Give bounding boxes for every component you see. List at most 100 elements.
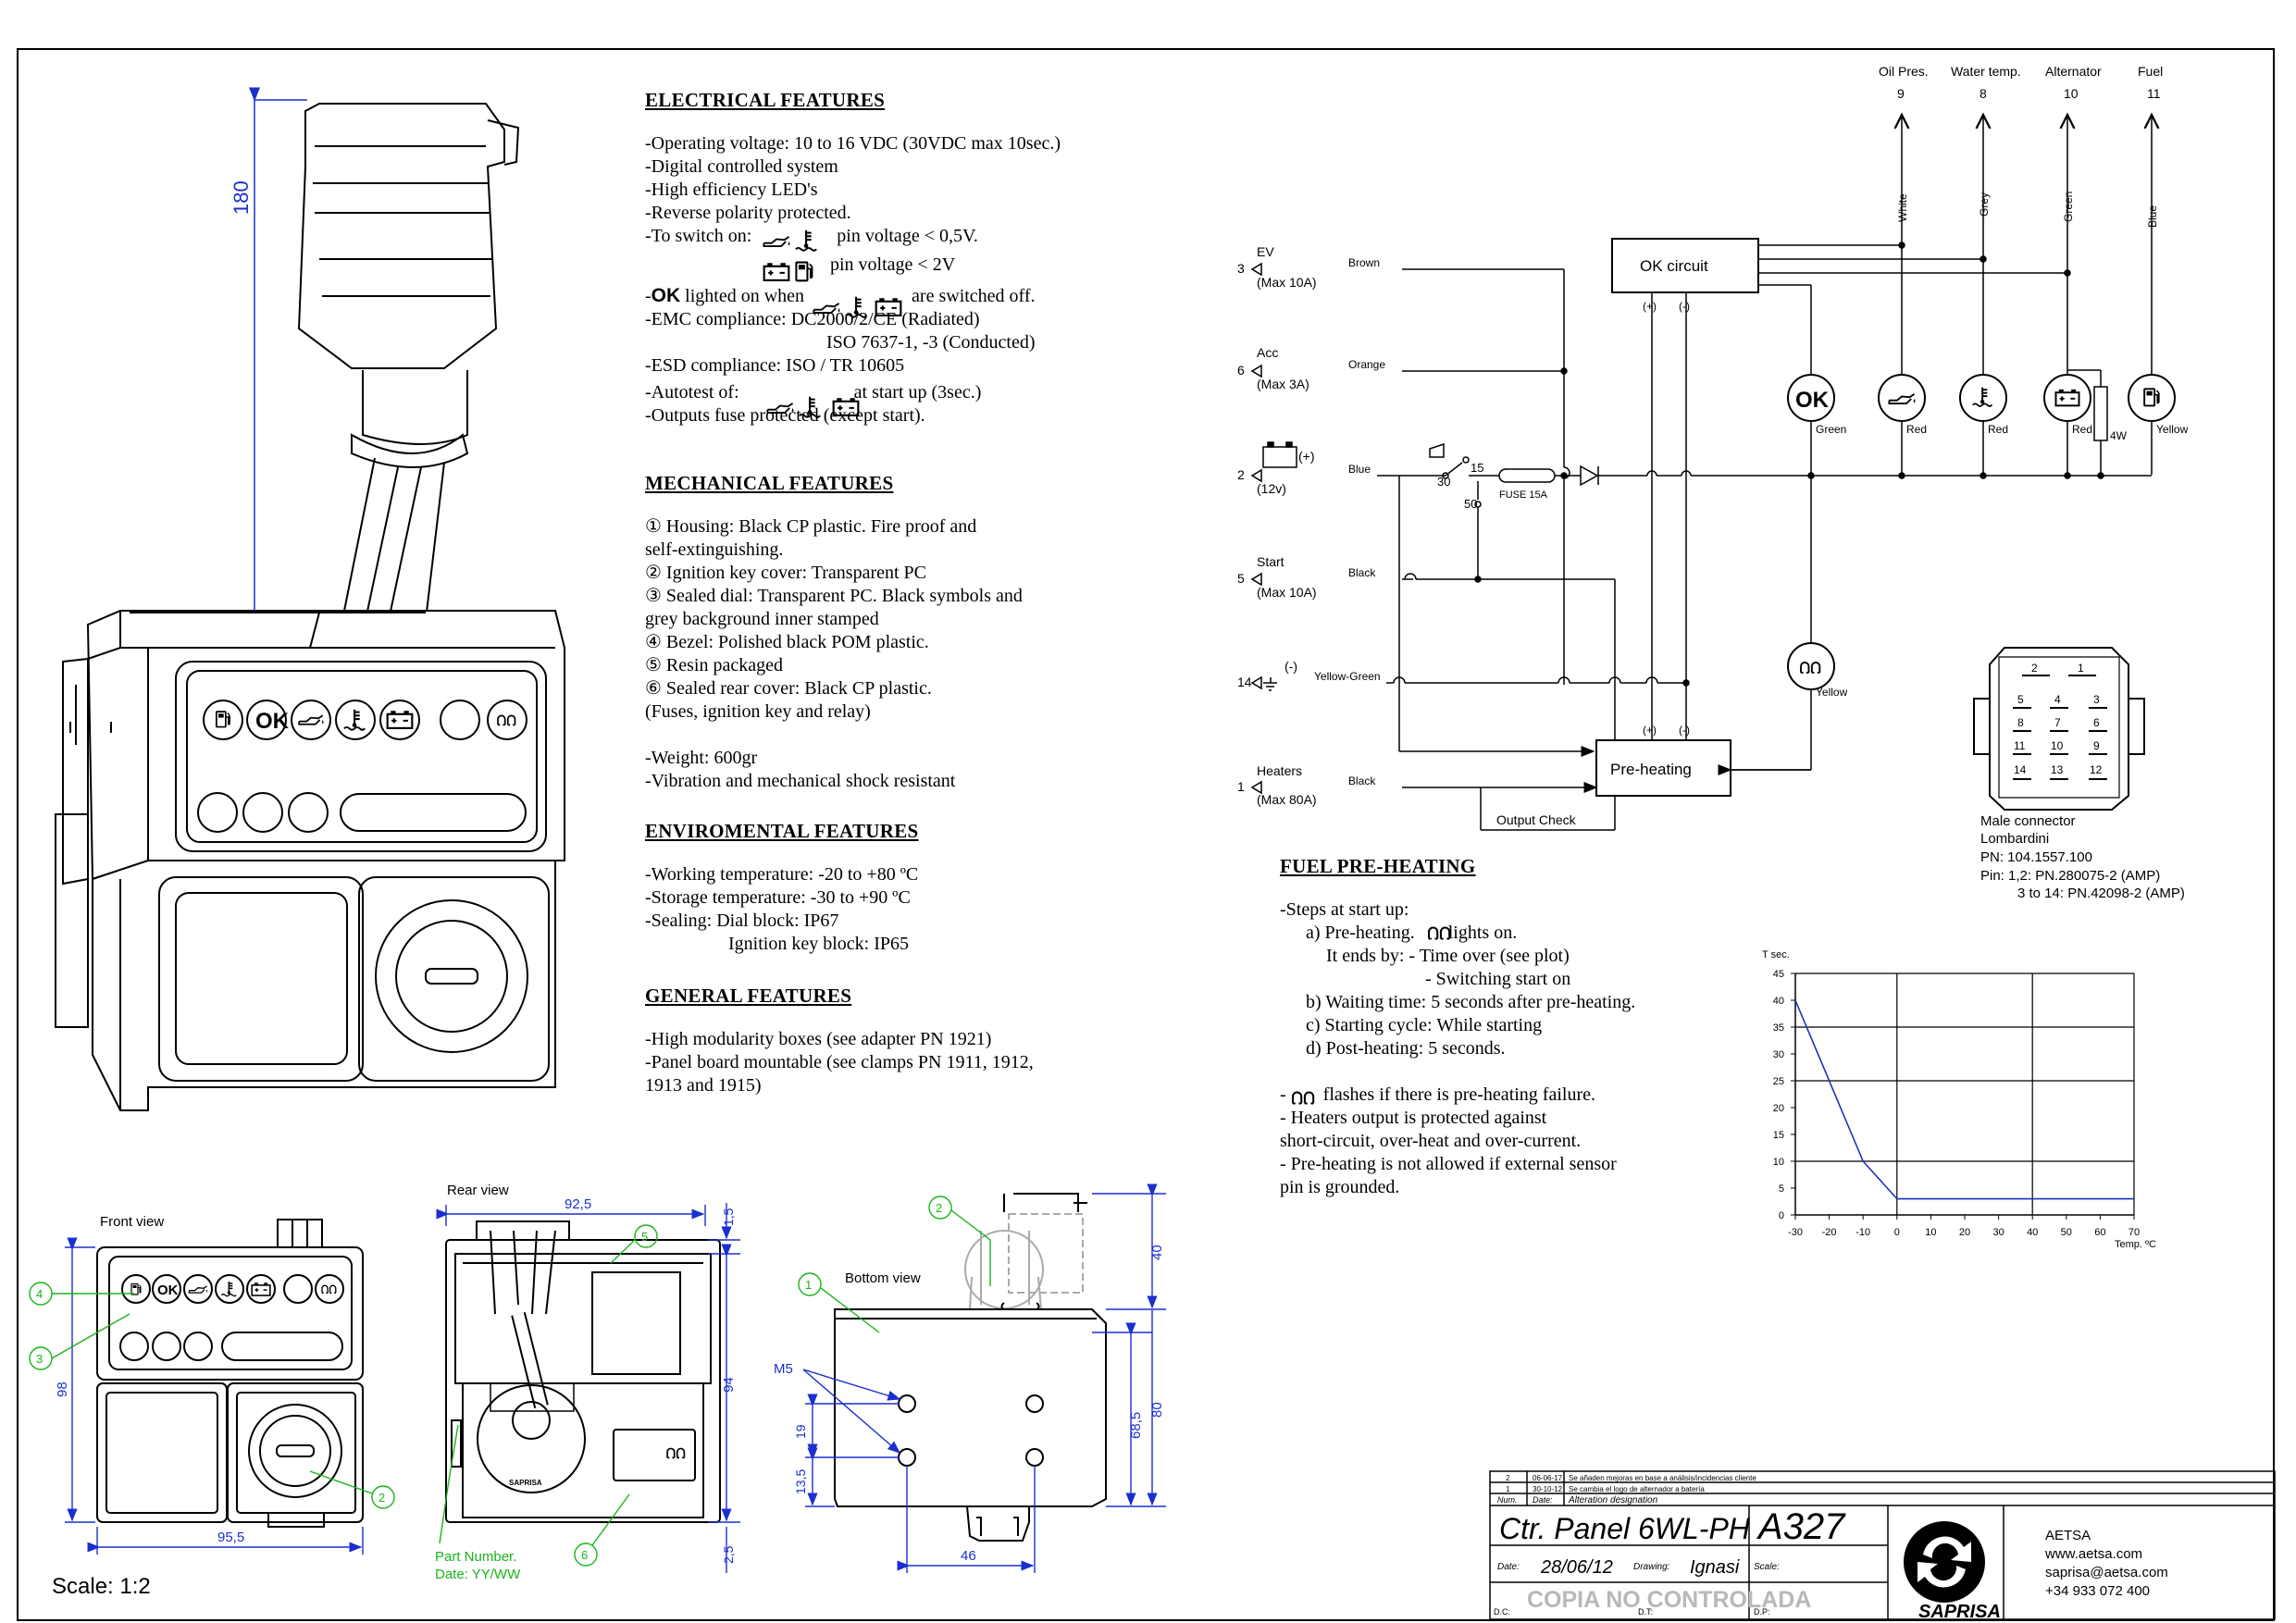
- svg-text:14: 14: [2014, 763, 2027, 776]
- dim-80: 80: [1149, 1402, 1165, 1418]
- dim-68-5: 68,5: [1128, 1412, 1144, 1439]
- svg-text:6: 6: [2093, 716, 2100, 729]
- svg-text:13: 13: [2051, 763, 2064, 776]
- dim-19: 19: [793, 1424, 808, 1439]
- dim-40: 40: [1149, 1245, 1165, 1260]
- svg-text:Start: Start: [1257, 554, 1285, 569]
- wire-grey: Grey: [1978, 192, 1991, 217]
- svg-text:Num.: Num.: [1497, 1495, 1518, 1505]
- svg-text:15: 15: [1471, 461, 1483, 475]
- svg-text:EV: EV: [1257, 244, 1274, 259]
- chart-y-tick-label: 25: [1773, 1076, 1784, 1087]
- chart-y-tick-label: 35: [1773, 1022, 1784, 1034]
- mech-line: (Fuses, ignition key and relay): [645, 701, 871, 722]
- env-line: Ignition key block: IP65: [728, 934, 909, 954]
- wire-green: Green: [2062, 192, 2075, 222]
- svg-text:4W: 4W: [2110, 429, 2128, 442]
- elec-line: -Digital controlled system: [645, 156, 838, 177]
- svg-text:2: 2: [2031, 662, 2038, 675]
- out-alt-label: Alternator: [2045, 64, 2102, 79]
- svg-text:OK: OK: [157, 1282, 179, 1298]
- svg-text:1: 1: [1506, 1485, 1510, 1493]
- front-callouts: [29, 1282, 395, 1509]
- env-line: -Sealing: Dial block: IP67: [645, 911, 839, 931]
- chart-x-tick-label: 70: [2128, 1227, 2140, 1238]
- fuel-line: short-circuit, over-heat and over-curren…: [1280, 1131, 1582, 1151]
- out-oil-pin: 9: [1897, 86, 1905, 101]
- svg-text:30-10-12: 30-10-12: [1533, 1485, 1563, 1493]
- chart-x-tick-label: 30: [1992, 1227, 2004, 1238]
- rear-brand: SAPRISA: [509, 1479, 542, 1487]
- schematic: Oil Pres. Water temp. Alternator Fuel 9 …: [1237, 64, 2189, 831]
- title-block: [1489, 1470, 2276, 1620]
- gen-line: -High modularity boxes (see adapter PN 1…: [645, 1029, 992, 1049]
- svg-text:Male connector: Male connector: [1980, 813, 2076, 829]
- svg-text:3: 3: [1237, 261, 1245, 276]
- chart-y-label: T sec.: [1762, 949, 1790, 960]
- chart-x-tick-label: 60: [2094, 1227, 2105, 1238]
- out-alt-pin: 10: [2064, 86, 2079, 101]
- wire-blue: Blue: [2146, 205, 2159, 228]
- rear-view-icons: [666, 1447, 686, 1459]
- dim-2-5: 2,5: [721, 1545, 736, 1564]
- part-number-label: Part Number.: [435, 1549, 516, 1565]
- chart-y-tick-label: 20: [1773, 1103, 1784, 1114]
- brand-name: SAPRISA: [1918, 1602, 2001, 1622]
- bottom-view-label: Bottom view: [845, 1270, 921, 1286]
- svg-text:Ignasi: Ignasi: [1690, 1557, 1740, 1578]
- fuel-line: - Pre-heating is not allowed if external…: [1280, 1154, 1617, 1174]
- svg-text:(+): (+): [1643, 724, 1657, 737]
- svg-text:Green: Green: [1816, 423, 1846, 436]
- front-view: [96, 1219, 364, 1528]
- fuel-icon: [795, 261, 813, 282]
- svg-text:3 to 14: PN.42098-2 (AMP): 3 to 14: PN.42098-2 (AMP): [2017, 886, 2185, 901]
- svg-text:5: 5: [2017, 693, 2024, 706]
- svg-text:5: 5: [1237, 571, 1245, 586]
- svg-text:30: 30: [1437, 475, 1450, 489]
- fuel-line-a: a) Pre-heating.lights on.: [1306, 923, 1518, 943]
- chart-x-tick-label: 0: [1894, 1227, 1900, 1238]
- chart-y-tick-label: 15: [1773, 1130, 1784, 1141]
- mech-line: ⑤ Resin packaged: [645, 655, 783, 675]
- chart-x-label: Temp. ºC: [2115, 1239, 2156, 1250]
- watermark: COPIA NO CONTROLADA: [1527, 1587, 1811, 1613]
- svg-text:saprisa@aetsa.com: saprisa@aetsa.com: [2045, 1565, 2168, 1580]
- dim-92-5: 92,5: [565, 1196, 591, 1212]
- svg-text:Acc: Acc: [1257, 345, 1278, 360]
- svg-text:Alteration designation: Alteration designation: [1568, 1495, 1658, 1505]
- saprisa-logo: [1904, 1521, 1985, 1603]
- electrical-title: ELECTRICAL FEATURES: [645, 89, 886, 111]
- elec-line: ISO 7637-1, -3 (Conducted): [826, 332, 1036, 353]
- svg-text:12: 12: [2090, 763, 2103, 776]
- mech-line: -Vibration and mechanical shock resistan…: [645, 771, 956, 791]
- preheating-label: Pre-heating: [1610, 761, 1692, 778]
- svg-text:Red: Red: [2072, 423, 2092, 436]
- dim-13-5: 13,5: [793, 1469, 808, 1494]
- svg-text:Heaters: Heaters: [1257, 763, 1302, 778]
- dim-98: 98: [55, 1381, 70, 1397]
- environmental-title: ENVIROMENTAL FEATURES: [645, 820, 919, 842]
- svg-text:(Max 10A): (Max 10A): [1257, 585, 1317, 600]
- chart-y-tick-label: 40: [1773, 996, 1784, 1007]
- connector: [1973, 647, 2145, 811]
- fuel-line: d) Post-heating: 5 seconds.: [1306, 1038, 1506, 1059]
- general-features: GENERAL FEATURES -High modularity boxes …: [645, 985, 1034, 1097]
- out-fuel-label: Fuel: [2138, 64, 2163, 79]
- svg-text:Black: Black: [1348, 774, 1376, 787]
- chart-x-tick-label: 20: [1959, 1227, 1970, 1238]
- svg-text:Scale:: Scale:: [1754, 1562, 1780, 1572]
- chart-y-tick-label: 45: [1773, 969, 1784, 980]
- out-fuel-pin: 11: [2147, 86, 2161, 101]
- svg-text:Red: Red: [1906, 423, 1927, 436]
- svg-text:28/06/12: 28/06/12: [1540, 1557, 1613, 1578]
- mech-line: ④ Bezel: Polished black POM plastic.: [645, 632, 929, 652]
- dim-95-5: 95,5: [217, 1530, 244, 1545]
- rear-view-label: Rear view: [447, 1183, 509, 1198]
- drawing-frame: [17, 48, 2275, 1621]
- fuel-line: b) Waiting time: 5 seconds after pre-hea…: [1306, 992, 1636, 1012]
- mech-line: ⑥ Sealed rear cover: Black CP plastic.: [645, 678, 932, 699]
- elec-line: -Outputs fuse protected (except start).: [645, 405, 925, 426]
- chart-x-tick-label: -20: [1822, 1227, 1837, 1238]
- svg-text:11: 11: [2014, 739, 2026, 752]
- svg-text:(-): (-): [1285, 659, 1297, 674]
